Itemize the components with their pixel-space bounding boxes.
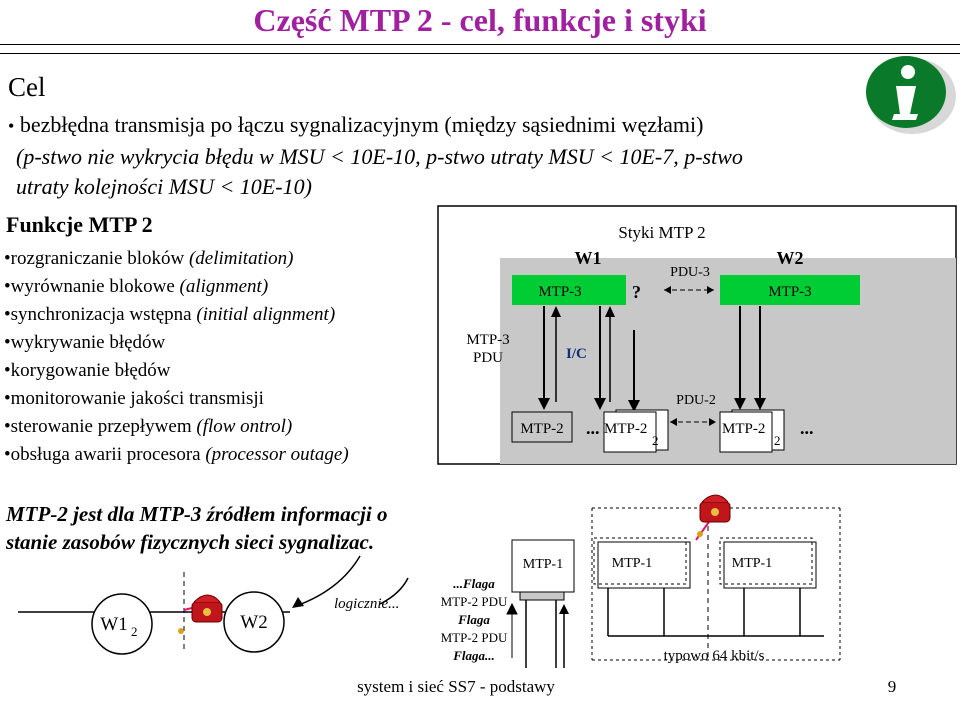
- node-w1-label: W1: [575, 248, 602, 268]
- styki-title: Styki MTP 2: [618, 223, 705, 242]
- mtp2-a-label: MTP-2: [520, 421, 563, 437]
- cel-line2: (p-stwo nie wykrycia błędu w MSU < 10E-1…: [16, 144, 743, 169]
- funkcje-item: •wyrównanie blokowe (alignment): [4, 276, 269, 297]
- node-w2-label: W2: [777, 248, 804, 268]
- funkcje-heading: Funkcje MTP 2: [6, 212, 153, 237]
- mtp3-box-w1: [512, 275, 626, 305]
- node-w2-circle: [223, 591, 285, 653]
- node-w1-sub: 2: [131, 624, 138, 639]
- mtp3-box-w2: [720, 275, 860, 305]
- funkcje-item: •monitorowanie jakości transmisji: [4, 388, 264, 409]
- mtp2-box-c: [719, 411, 773, 453]
- frame-1: MTP-2 PDU: [441, 594, 508, 609]
- dots-1: ...: [586, 418, 600, 438]
- mtp3-pdu-line1: MTP-3: [466, 332, 509, 348]
- caption-line1: MTP-2 jest dla MTP-3 źródłem informacji …: [6, 502, 388, 526]
- page-title: Część MTP 2 - cel, funkcje i styki: [253, 2, 707, 38]
- frame-4: Flaga...: [452, 648, 495, 663]
- mtp2-box-b: [603, 411, 657, 453]
- logicznie-label: logicznie...: [334, 596, 399, 612]
- dots-2: ...: [800, 418, 814, 438]
- typowo-label: typowo 64 kbit/s: [664, 648, 765, 664]
- pdu3-label: PDU-3: [670, 265, 710, 280]
- cel-bullet: • bezbłędna transmisja po łączu sygnaliz…: [8, 112, 703, 138]
- question-mark: ?: [632, 282, 641, 302]
- node-w2-text: W2: [240, 612, 267, 633]
- funkcje-item: •sterowanie przepływem (flow ontrol): [4, 416, 293, 437]
- mtp1-box-c: [723, 541, 817, 589]
- mtp1-b-label: MTP-1: [612, 556, 652, 571]
- title-rule: [0, 44, 960, 54]
- cel-bullet-text: bezbłędna transmisja po łączu sygnalizac…: [19, 112, 704, 137]
- funkcje-item: •korygowanie błędów: [4, 360, 171, 381]
- cel-line3: utraty kolejności MSU < 10E-10): [16, 174, 312, 199]
- phone-icon-right: [699, 494, 731, 523]
- mtp1-c-label: MTP-1: [732, 556, 772, 571]
- node-w1-text: W1: [100, 614, 127, 635]
- logicznie-arrow: [295, 555, 361, 607]
- ic-label: I/C: [566, 346, 587, 362]
- frame-0: ...Flaga: [453, 576, 495, 591]
- styki-panel: [437, 205, 957, 465]
- page-number: 9: [888, 677, 897, 696]
- funkcje-item: •wykrywanie błędów: [4, 332, 166, 353]
- mtp3-pdu-line2: PDU: [473, 350, 503, 366]
- footer-text: system i sieć SS7 - podstawy: [357, 677, 555, 696]
- frame-2: Flaga: [457, 612, 490, 627]
- caption-line2: stanie zasobów fizycznych sieci sygnaliz…: [6, 530, 375, 554]
- cel-heading: Cel: [8, 72, 46, 102]
- mtp1-a-label: MTP-1: [523, 557, 563, 572]
- mtp2-b-label: MTP-2: [604, 421, 647, 437]
- frame-3: MTP-2 PDU: [441, 630, 508, 645]
- bullet-dot: •: [8, 116, 15, 136]
- mtp2-c-sub: 2: [774, 433, 781, 448]
- funkcje-item: •rozgraniczanie bloków (delimitation): [4, 248, 294, 269]
- pdu2-label: PDU-2: [676, 393, 716, 408]
- mtp2-c-label: MTP-2: [722, 421, 765, 437]
- funkcje-item: •obsługa awarii procesora (processor out…: [4, 444, 349, 465]
- node-w1-circle: [91, 593, 153, 655]
- mtp1-box-b: [597, 541, 691, 589]
- mtp2-b-sub: 2: [652, 433, 659, 448]
- funkcje-item: •synchronizacja wstępna (initial alignme…: [4, 304, 336, 325]
- mtp3-w2-label: MTP-3: [768, 284, 811, 300]
- phone-icon-left: [191, 594, 223, 623]
- mtp1-box-a: [511, 539, 575, 593]
- mtp3-w1-label: MTP-3: [538, 284, 581, 300]
- mtp2-box-a: [511, 411, 573, 443]
- info-icon: [866, 56, 956, 134]
